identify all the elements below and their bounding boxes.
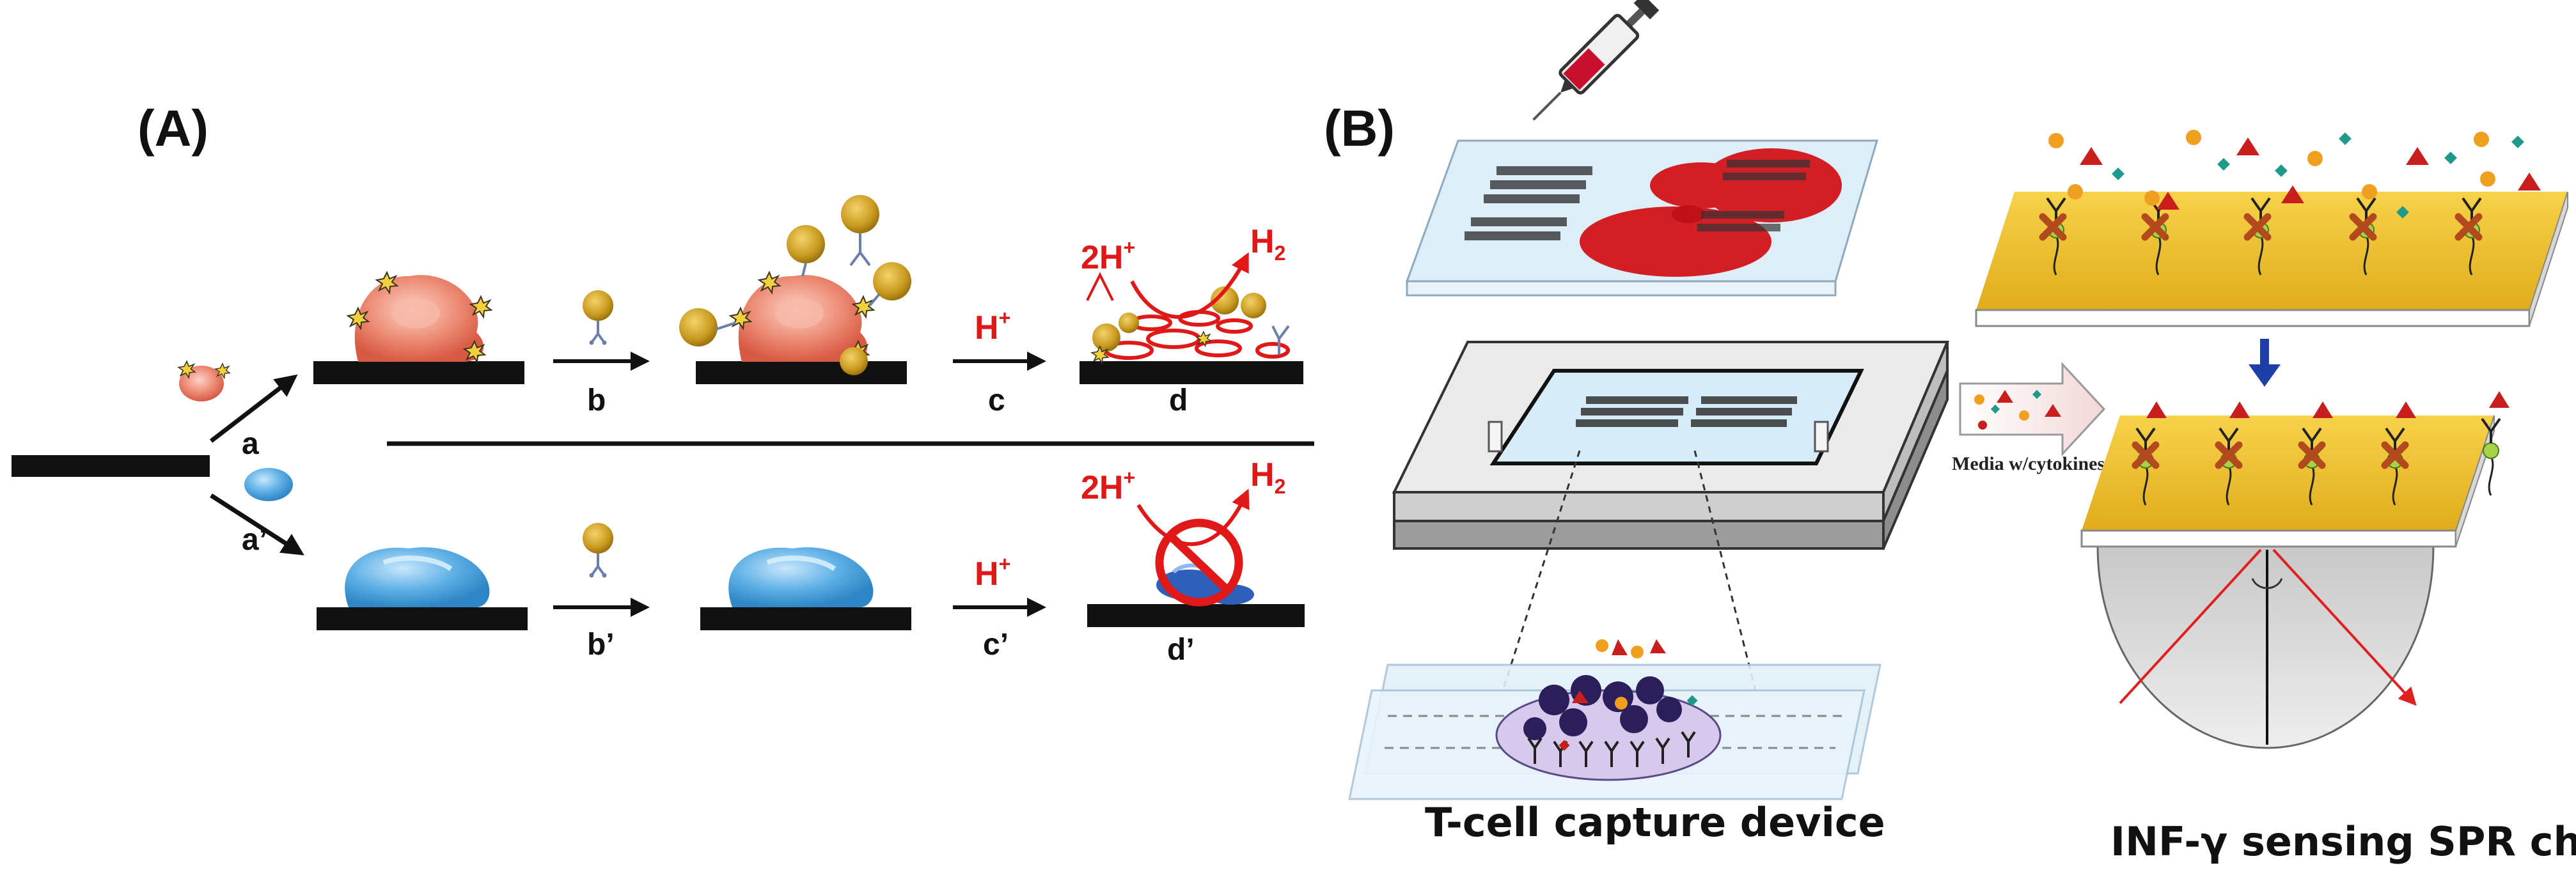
substrate-bottom-1 (317, 607, 528, 630)
blood-slide (1405, 139, 1879, 297)
gold-bead-b (581, 289, 615, 346)
blue-cell-bottom-1 (345, 547, 490, 608)
blue-cell-bottom-2 (728, 547, 874, 608)
red-cell-top-1 (347, 272, 492, 362)
proton-label-top: H+ (975, 306, 1010, 346)
zoom-projection-lines (1502, 450, 1757, 691)
step-d-label: d (1169, 384, 1188, 417)
caption-spr-chip: INF-γ sensing SPR chip (2110, 818, 2576, 865)
base-substrate (12, 455, 210, 477)
substrate-bottom-2 (700, 607, 911, 630)
two-proton-label-top: 2H+ (1081, 236, 1135, 276)
h2-label-top: H2 (1250, 223, 1285, 265)
substrate-bottom-3 (1087, 604, 1305, 627)
membrane-sheets (1348, 639, 1881, 800)
red-reaction-debris (1086, 272, 1290, 364)
gold-bead-b-prime (581, 522, 615, 579)
step-c-label: c (988, 384, 1005, 417)
substrate-top-3 (1080, 361, 1303, 384)
down-arrow (2249, 339, 2281, 387)
capture-device-stack (1392, 341, 1950, 550)
h2-label-bottom: H2 (1250, 456, 1285, 498)
substrate-top-1 (313, 361, 524, 384)
two-proton-label-bottom: 2H+ (1081, 466, 1135, 506)
step-b-prime-label: b’ (587, 628, 615, 662)
step-a-label: a (242, 427, 259, 461)
caption-capture-device: T-cell capture device (1425, 799, 1885, 846)
red-cell-top-2 (679, 195, 911, 375)
proton-label-bottom: H+ (975, 552, 1010, 593)
media-arrow (1959, 362, 2106, 456)
spr-chip-bottom (2080, 391, 2509, 749)
step-a-prime-label: a’ (242, 523, 267, 557)
small-red-cell (178, 361, 230, 401)
small-blue-cell (244, 468, 293, 501)
spr-chip-top (1975, 130, 2568, 327)
substrate-top-2 (696, 361, 907, 384)
step-c-prime-label: c’ (983, 628, 1009, 662)
step-b-label: b (587, 384, 606, 417)
step-d-prime-label: d’ (1167, 633, 1195, 667)
blocked-reaction (1155, 518, 1254, 607)
panel-b-label: (B) (1324, 100, 1395, 157)
media-label: Media w/cytokines (1952, 453, 2105, 474)
arrow-a (209, 374, 298, 443)
h2-arrow-top (1130, 252, 1249, 319)
arrow-a-prime (210, 493, 304, 555)
panel-a-label: (A) (137, 100, 208, 157)
h2-arrow-bottom (1136, 488, 1250, 547)
